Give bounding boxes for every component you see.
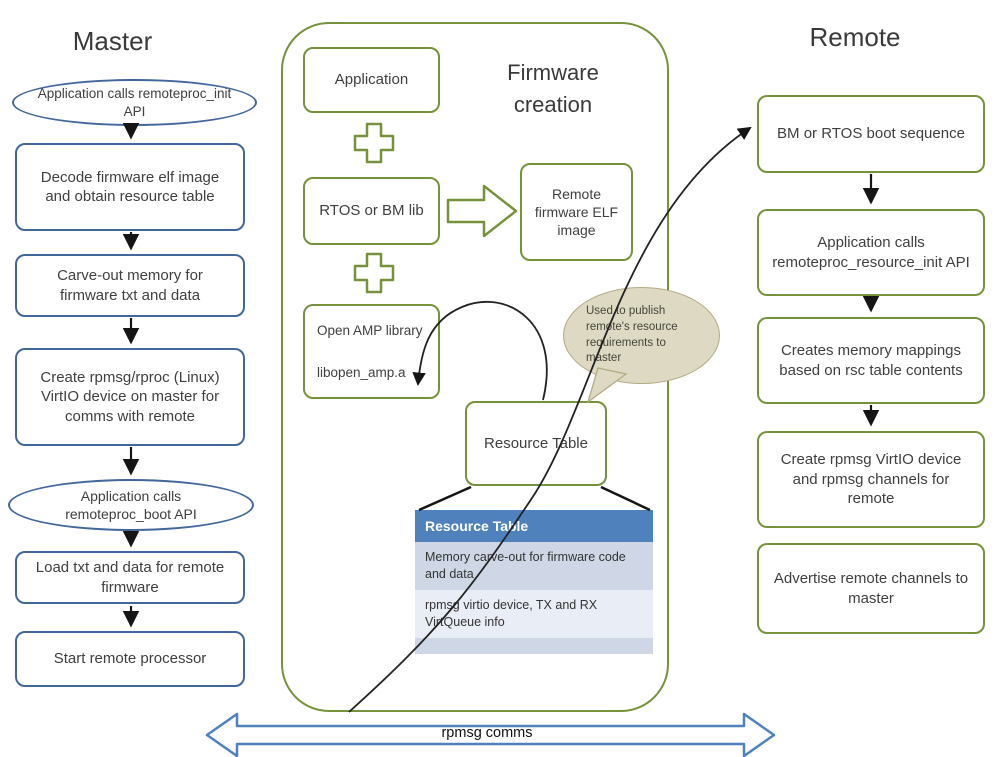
remote-step-memory-mappings-label: Creates memory mappings based on rsc tab… <box>779 342 963 379</box>
master-step-boot-api: Application calls remoteproc_boot API <box>8 479 254 531</box>
libopen-amp-label: libopen_amp.a <box>317 364 406 380</box>
master-step-init-api-label: Application calls remoteproc_init API <box>37 85 232 119</box>
master-step-init-api: Application calls remoteproc_init API <box>12 79 257 126</box>
resource-callout-bubble: Used to publish remote's resource requir… <box>563 287 720 384</box>
master-step-decode-elf-label: Decode firmware elf image and obtain res… <box>40 168 220 206</box>
rtos-bm-lib-box-label: RTOS or BM lib <box>319 202 424 220</box>
open-amp-library-box: Open AMP library libopen_amp.a <box>303 304 440 399</box>
master-step-start-processor: Start remote processor <box>15 631 245 687</box>
resource-table: Resource Table Memory carve-out for firm… <box>415 510 653 654</box>
master-step-carveout-label: Carve-out memory for firmware txt and da… <box>57 267 203 304</box>
master-step-create-virtio-label: Create rpmsg/rproc (Linux) VirtIO device… <box>40 368 220 425</box>
master-step-decode-elf: Decode firmware elf image and obtain res… <box>15 143 245 231</box>
master-step-boot-api-label: Application calls remoteproc_boot API <box>65 487 197 522</box>
master-step-start-processor-label: Start remote processor <box>53 650 207 668</box>
application-box: Application <box>303 47 440 113</box>
resource-table-row-rpmsg: rpmsg virtio device, TX and RX VirtQueue… <box>415 589 653 638</box>
remote-step-advertise-channels-label: Advertise remote channels to master <box>773 570 969 607</box>
firmware-creation-title: Firmware creation <box>507 60 599 117</box>
remote-step-memory-mappings: Creates memory mappings based on rsc tab… <box>757 317 985 404</box>
master-step-load-txt-label: Load txt and data for remote firmware <box>35 559 225 596</box>
remote-step-boot-sequence-label: BM or RTOS boot sequence <box>777 125 965 143</box>
master-step-load-txt: Load txt and data for remote firmware <box>15 551 245 604</box>
remote-step-resource-init-label: Application calls remoteproc_resource_in… <box>772 234 970 271</box>
remote-step-advertise-channels: Advertise remote channels to master <box>757 543 985 634</box>
remote-firmware-elf-box-label: Remote firmware ELF image <box>534 185 619 239</box>
resource-table-box: Resource Table <box>465 401 607 486</box>
remote-step-create-virtio-label: Create rpmsg VirtIO device and rpmsg cha… <box>780 451 962 508</box>
resource-table-row-empty <box>415 637 653 654</box>
master-title: Master <box>72 26 153 56</box>
resource-table-box-label: Resource Table <box>484 434 588 452</box>
open-amp-library-label: Open AMP library <box>317 322 423 338</box>
remote-step-create-virtio: Create rpmsg VirtIO device and rpmsg cha… <box>757 431 985 528</box>
resource-callout-text: Used to publish remote's resource requir… <box>586 305 678 365</box>
remote-title: Remote <box>809 22 901 52</box>
remote-step-resource-init: Application calls remoteproc_resource_in… <box>757 209 985 296</box>
application-box-label: Application <box>334 71 409 89</box>
rpmsg-comms-label: rpmsg comms <box>441 725 533 741</box>
remote-firmware-elf-box: Remote firmware ELF image <box>520 163 633 261</box>
resource-table-header: Resource Table <box>415 510 653 542</box>
remote-step-boot-sequence: BM or RTOS boot sequence <box>757 95 985 173</box>
master-step-carveout: Carve-out memory for firmware txt and da… <box>15 254 245 317</box>
resource-table-row-memory: Memory carve-out for firmware code and d… <box>415 542 653 590</box>
master-step-create-virtio: Create rpmsg/rproc (Linux) VirtIO device… <box>15 348 245 446</box>
rtos-bm-lib-box: RTOS or BM lib <box>303 177 440 245</box>
